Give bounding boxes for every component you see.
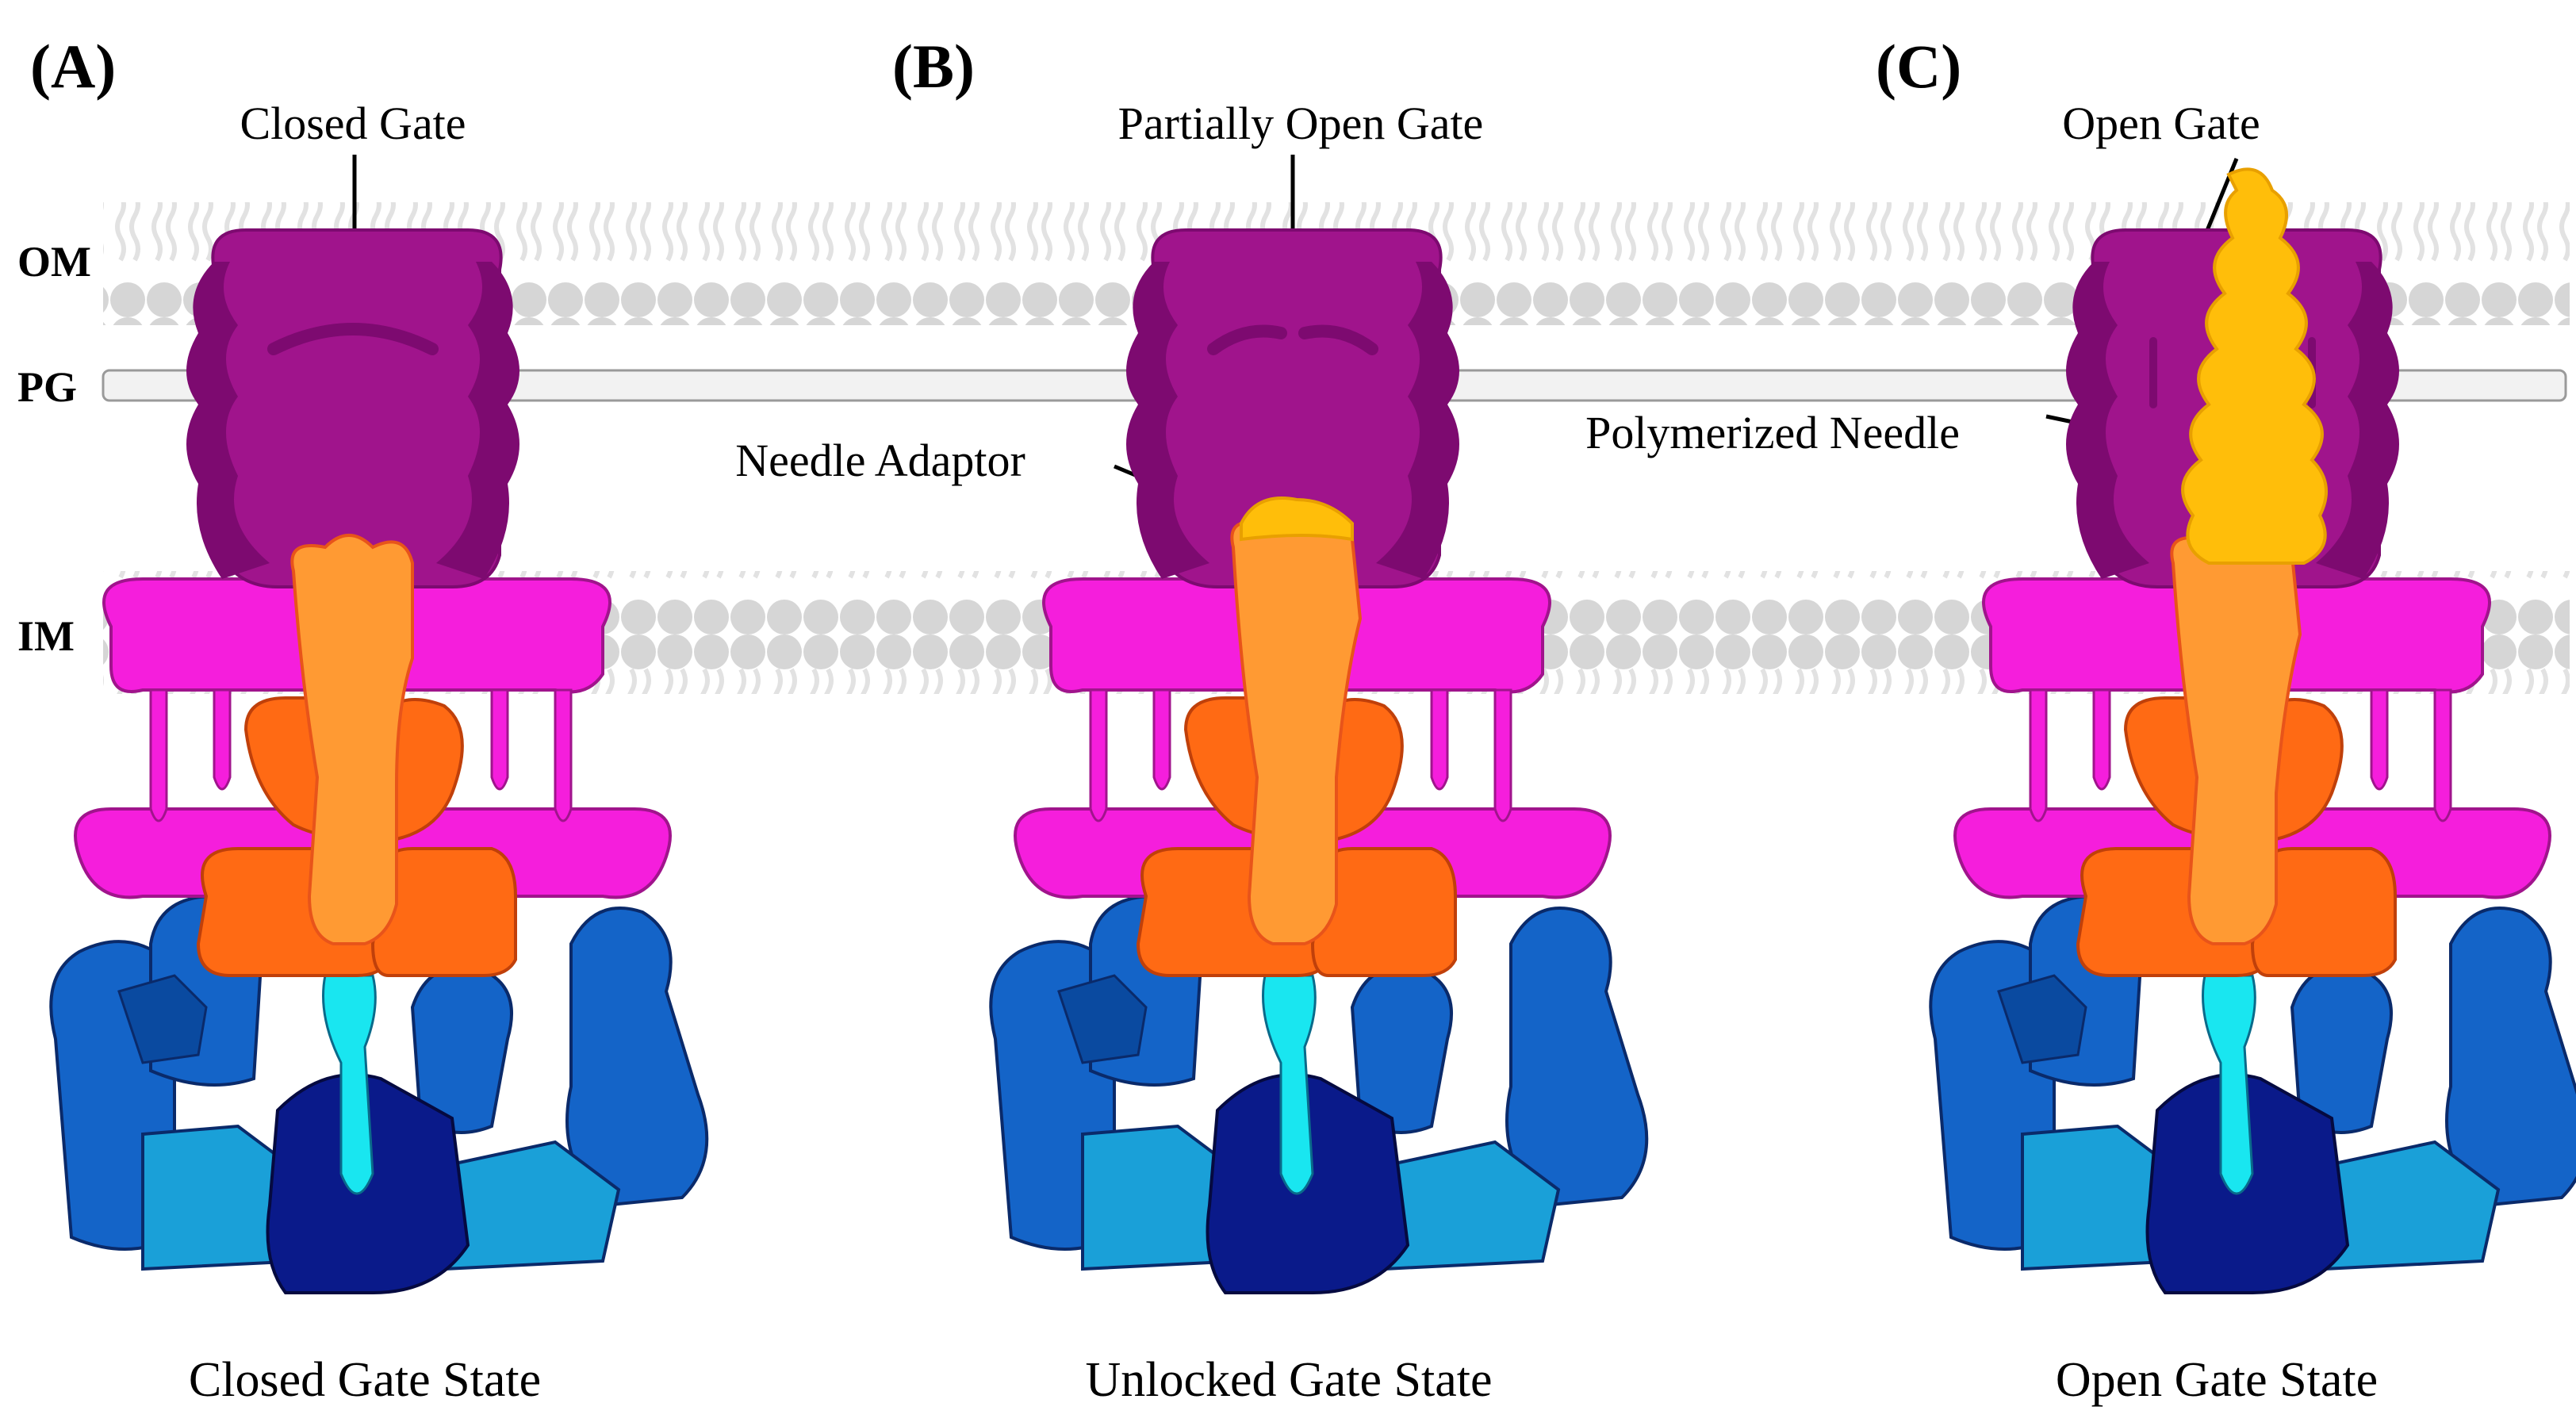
panel-c: (C) Open Gate Polymerized Needle — [1585, 32, 2576, 1407]
panel-b: (B) Partially Open Gate Needle Adaptor — [735, 32, 1649, 1407]
state-title: Unlocked Gate State — [1085, 1353, 1492, 1407]
stalk — [2202, 974, 2256, 1195]
injectisome — [989, 228, 1649, 1294]
partially-open-gate — [1207, 324, 1378, 355]
state-title: Closed Gate State — [189, 1353, 541, 1407]
layer-label-om: OM — [17, 238, 91, 286]
export-apparatus — [196, 534, 517, 977]
callout-extra-label: Polymerized Needle — [1585, 407, 1960, 458]
layer-label-pg: PG — [17, 363, 77, 411]
callout-gate-label: Closed Gate — [240, 98, 466, 149]
callout-gate-label: Partially Open Gate — [1118, 98, 1484, 149]
export-apparatus — [1136, 496, 1457, 977]
closed-gate — [267, 323, 439, 355]
needle-adaptor — [1240, 496, 1354, 542]
stalk — [322, 974, 377, 1195]
export-apparatus — [2076, 526, 2397, 977]
panel-letter: (B) — [892, 32, 975, 101]
injectisome — [1929, 167, 2576, 1294]
injectisome — [49, 228, 709, 1294]
layer-label-im: IM — [17, 612, 75, 660]
callout-extra-label: Needle Adaptor — [735, 435, 1025, 486]
panel-letter: (A) — [30, 32, 116, 101]
sorting-platform — [49, 894, 709, 1271]
secretin — [1126, 228, 1459, 588]
panel-letter: (C) — [1876, 32, 1961, 101]
polymerized-needle — [2181, 167, 2328, 565]
stalk — [1262, 974, 1317, 1195]
panel-a: (A) Closed Gate — [30, 32, 709, 1407]
sorting-platform — [989, 894, 1649, 1271]
state-title: Open Gate State — [2056, 1353, 2378, 1407]
callout-gate-label: Open Gate — [2062, 98, 2260, 149]
secretin — [186, 228, 519, 588]
